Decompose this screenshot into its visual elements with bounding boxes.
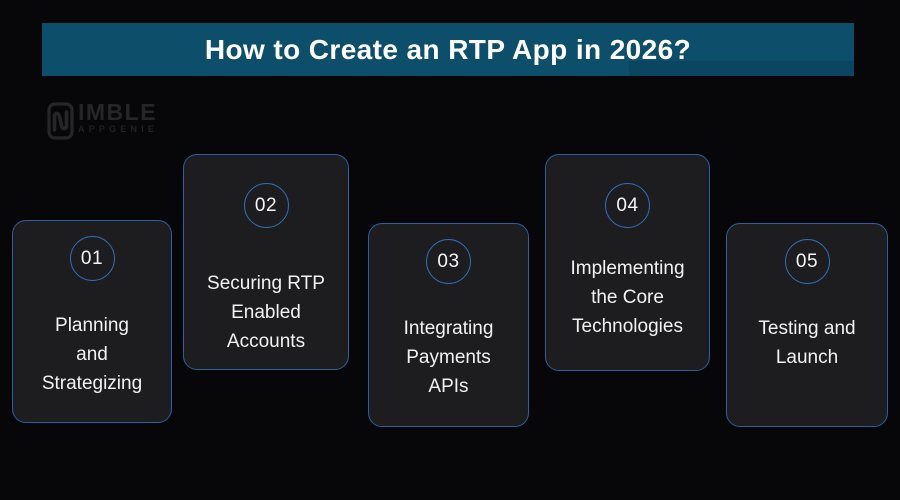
step-number: 01: [80, 247, 104, 269]
step-number-badge: 03: [426, 239, 471, 284]
step-card-5: 05 Testing and Launch: [726, 223, 888, 427]
step-label: Integrating Payments APIs: [403, 318, 494, 397]
nimble-appgenie-logo: IMBLE APPGENIE: [47, 100, 158, 140]
step-number-badge: 01: [69, 236, 115, 281]
step-label: Planning and Strategizing: [41, 315, 143, 394]
page-title: How to Create an RTP App in 2026?: [204, 33, 692, 65]
step-label: Implementing the Core Technologies: [570, 258, 685, 337]
logo-brand-text: IMBLE: [78, 99, 158, 125]
step-card-3: 03 Integrating Payments APIs: [368, 223, 529, 427]
step-label: Testing and Launch: [758, 318, 856, 368]
step-number: 05: [795, 250, 819, 272]
step-number-badge: 05: [784, 239, 830, 284]
logo-sub-text: APPGENIE: [78, 124, 159, 134]
step-label: Securing RTP Enabled Accounts: [207, 273, 325, 352]
step-number: 03: [437, 250, 460, 272]
step-number-badge: 04: [605, 183, 650, 228]
step-card-4: 04 Implementing the Core Technologies: [545, 154, 710, 371]
step-card-2: 02 Securing RTP Enabled Accounts: [183, 154, 349, 370]
step-number: 04: [616, 194, 639, 216]
title-banner: How to Create an RTP App in 2026?: [42, 23, 854, 76]
step-number-badge: 02: [243, 183, 289, 228]
step-number: 02: [254, 194, 278, 216]
logo-wordmark: IMBLE APPGENIE: [78, 100, 158, 135]
nimble-appgenie-logo-icon: [47, 102, 74, 140]
step-card-1: 01 Planning and Strategizing: [12, 220, 172, 423]
